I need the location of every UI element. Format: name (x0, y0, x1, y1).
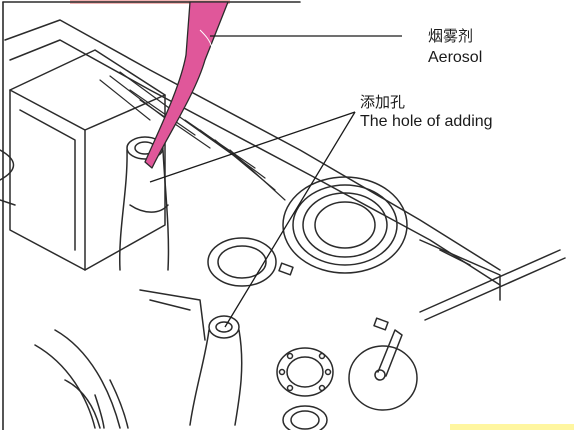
adding-hole-label-en: The hole of adding (360, 113, 493, 130)
outer-frame (2, 1, 301, 430)
hole-leader-upper (149, 111, 356, 183)
aerosol-label-zh: 烟雾剂 (428, 27, 474, 45)
adding-hole-label-zh: 添加孔 (360, 93, 406, 111)
bottom-yellow-strip (450, 424, 574, 430)
hole-leader-lower (224, 111, 356, 328)
aerosol-label-en: Aerosol (428, 49, 483, 66)
aerosol-can-nozzle-icon (144, 1, 229, 169)
leader-lines (149, 35, 402, 328)
engine-body (0, 19, 566, 430)
